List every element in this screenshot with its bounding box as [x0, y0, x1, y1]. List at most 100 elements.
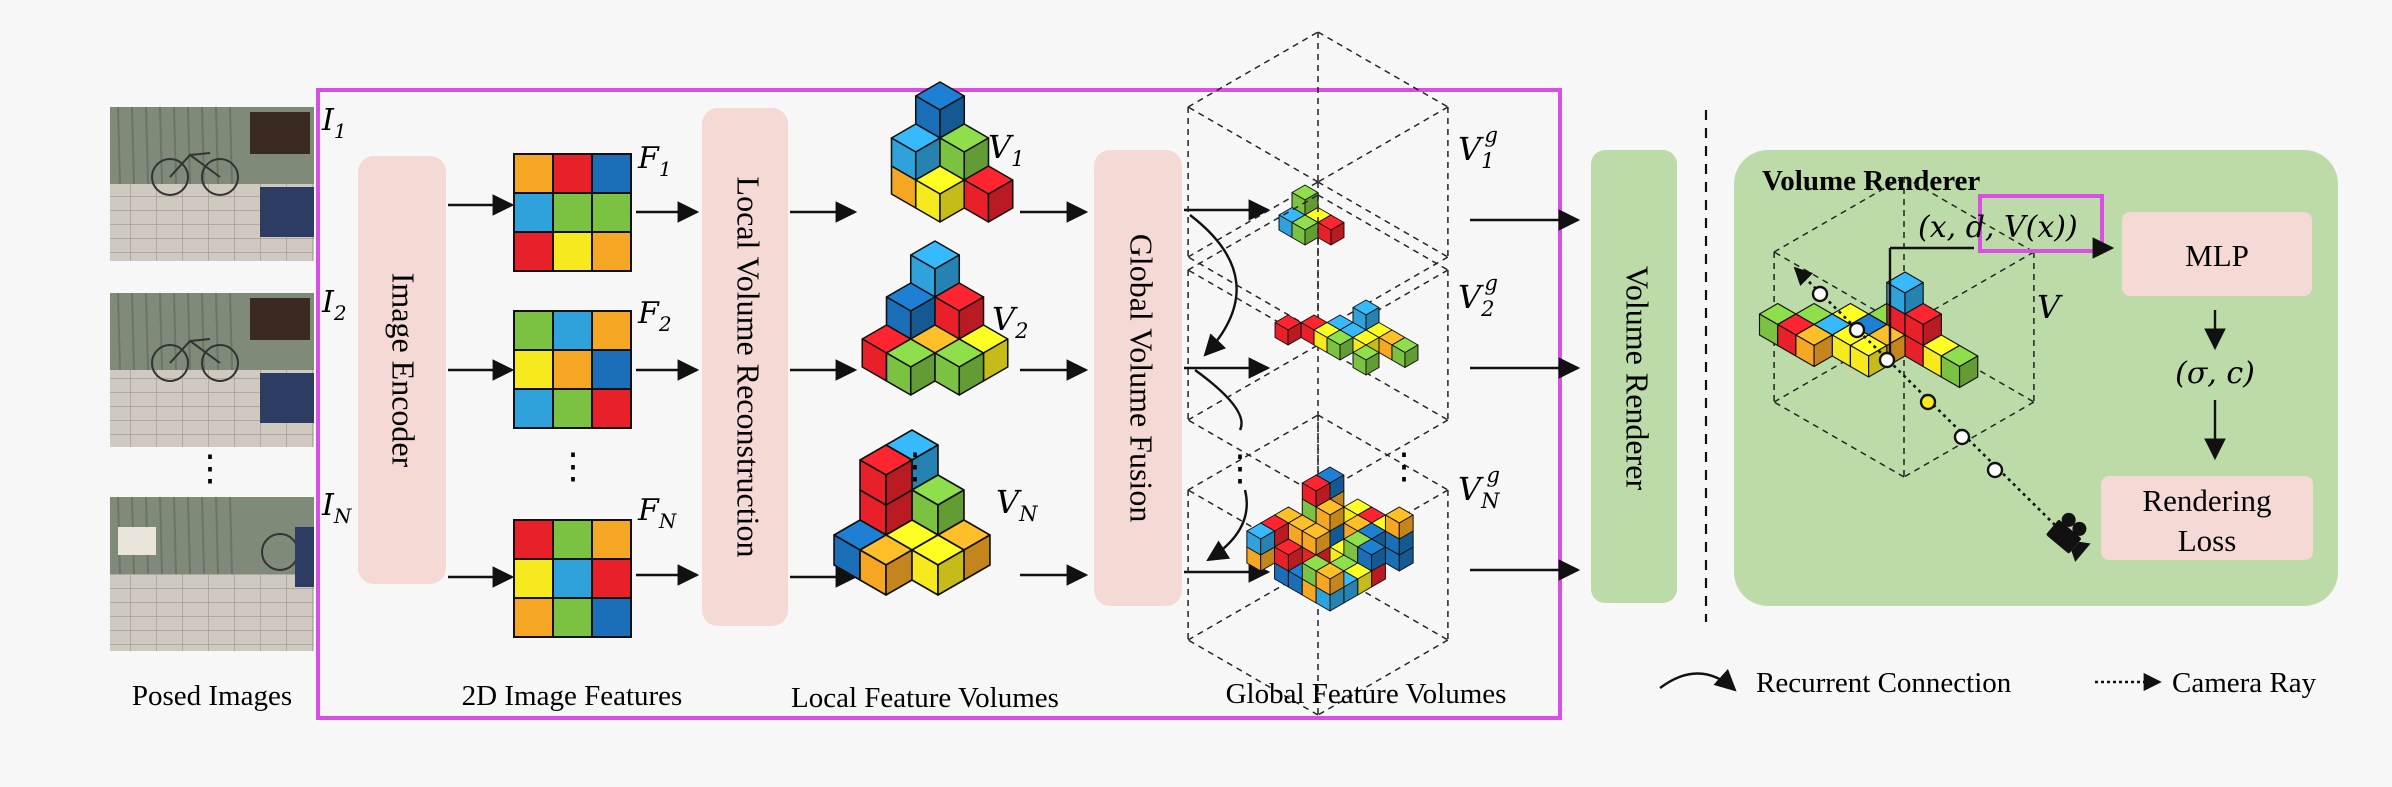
- output-text: (σ, c): [2175, 356, 2255, 391]
- feature-cell: [552, 310, 593, 351]
- local-volume-label-n: VN: [996, 483, 1038, 526]
- stool: [118, 527, 156, 555]
- cube-right: [1329, 506, 1345, 532]
- volume-renderer-box-label: Volume Renderer: [1620, 266, 1656, 491]
- features-caption: 2D Image Features: [462, 680, 683, 712]
- curtain-fold: [173, 496, 177, 575]
- curtain-fold: [215, 106, 219, 185]
- feature-cell: [591, 310, 632, 351]
- feature-cell: [513, 388, 554, 429]
- renderer-volume-label: V: [2037, 288, 2063, 326]
- curtain-fold: [117, 106, 121, 185]
- renderer-volume: [1758, 176, 2035, 478]
- tv: [250, 112, 310, 154]
- local-volumes-ellipsis: ⋮: [897, 446, 933, 486]
- camera-icon: [2046, 512, 2091, 562]
- curtain-fold: [159, 106, 163, 185]
- curtain-fold: [215, 292, 219, 371]
- image-encoder-box: [358, 156, 446, 584]
- global-volume-label-1: V1g: [1458, 123, 1498, 173]
- curtain-fold: [145, 292, 149, 371]
- cube-right: [1371, 546, 1386, 572]
- recurrent-ellipsis: ⋮: [1222, 448, 1258, 488]
- mlp-label: MLP: [2185, 238, 2249, 273]
- global-volume-fusion-label: Global Volume Fusion: [1124, 234, 1160, 523]
- curtain-fold: [159, 292, 163, 371]
- cube-right: [1315, 530, 1331, 556]
- global-volumes-ellipsis: ⋮: [1386, 446, 1422, 486]
- bike-frame: [169, 152, 221, 178]
- sofa: [260, 187, 314, 237]
- cube-right: [1404, 344, 1419, 368]
- curtain-fold: [145, 106, 149, 185]
- feature-cell: [552, 519, 593, 560]
- rendering-loss-line2: Loss: [2178, 523, 2237, 558]
- recurrent-arrow-1: [1189, 214, 1238, 357]
- camera-lens: [2071, 541, 2091, 562]
- feature-cell: [552, 192, 593, 233]
- curtain-fold: [187, 292, 191, 371]
- recurrent-arrow-3: [1206, 489, 1248, 562]
- curtain-fold: [187, 106, 191, 185]
- global-volume-label-n: VNg: [1458, 463, 1500, 513]
- feature-grid-2: [513, 310, 632, 429]
- posed-images-column: [110, 106, 314, 651]
- sample-point: [1919, 393, 1937, 411]
- curtain-fold: [117, 292, 121, 371]
- feature-cell: [591, 153, 632, 194]
- posed-images-caption: Posed Images: [132, 680, 292, 712]
- curtain-fold: [131, 292, 135, 371]
- features-ellipsis: ⋮: [555, 446, 591, 486]
- cube-right: [1398, 514, 1414, 540]
- image-label-2: I2: [321, 285, 347, 325]
- cube-right: [1329, 570, 1345, 596]
- recurrent-arrow-2: [1194, 369, 1243, 431]
- feature-cell: [552, 388, 593, 429]
- global-feature-volumes: [1187, 31, 1449, 716]
- feature-cell: [591, 388, 632, 429]
- global-volumes-caption: Global Feature Volumes: [1226, 678, 1507, 710]
- local-volume-2: [861, 240, 1009, 396]
- camera-reel: [2072, 521, 2087, 536]
- image-encoder-label: Image Encoder: [386, 273, 422, 468]
- feature-cell: [591, 349, 632, 390]
- feature-cell: [552, 153, 593, 194]
- global-volume-1: [1187, 31, 1449, 333]
- curtain-fold: [229, 292, 233, 371]
- feature-cell: [513, 519, 554, 560]
- cube-right: [885, 459, 913, 506]
- bike-wheel: [201, 158, 239, 196]
- sofa: [295, 527, 314, 587]
- mlp-box: [2122, 212, 2312, 296]
- cube-right: [1304, 222, 1319, 246]
- local-volume-label-1: V1: [988, 128, 1024, 171]
- sample-point: [1953, 428, 1971, 446]
- bike-wheel: [151, 344, 189, 382]
- cube-right: [1287, 322, 1302, 346]
- bounding-edge: [1317, 414, 1449, 491]
- bounding-edge: [1317, 194, 1449, 271]
- curtain-fold: [201, 496, 205, 575]
- camera-ray: [1793, 266, 2061, 531]
- bounding-edge: [1317, 181, 1449, 258]
- local-volume-reconstruction-label: Local Volume Reconstruction: [731, 177, 767, 558]
- curtain-fold: [187, 496, 191, 575]
- cube-right: [987, 179, 1014, 223]
- feature-cell: [552, 558, 593, 599]
- volume-renderer-box: [1591, 150, 1677, 603]
- feature-cell: [513, 558, 554, 599]
- feature-cell: [591, 519, 632, 560]
- rendering-loss-box: [2101, 476, 2313, 560]
- bike-frame: [169, 338, 221, 364]
- local-volume-reconstruction-box: [702, 108, 788, 626]
- legend-recurrent-icon: [1659, 668, 1737, 692]
- feature-label-n: FN: [637, 493, 678, 533]
- bounding-edge: [1903, 176, 2035, 253]
- feature-label-2: F2: [637, 296, 672, 336]
- bounding-edge: [1187, 419, 1319, 496]
- global-volume-fusion-box: [1094, 150, 1182, 606]
- local-volume-n: [833, 429, 991, 596]
- image-label-n: IN: [321, 488, 353, 528]
- bounding-edge: [1903, 401, 2035, 478]
